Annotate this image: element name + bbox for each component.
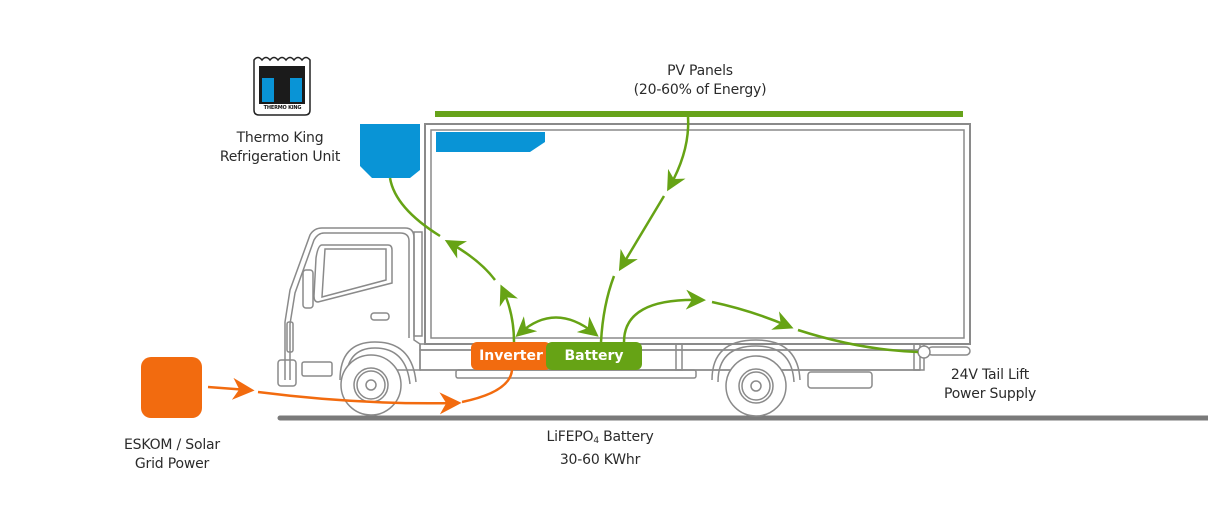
pv-panels-subtitle: (20-60% of Energy) — [633, 82, 767, 98]
pv-flow-2 — [618, 195, 666, 272]
inverter-block — [471, 342, 551, 370]
pv-panel-bar — [435, 111, 963, 117]
battery-to-tail-flow-1 — [622, 289, 706, 343]
tail-lift-label: 24V Tail Lift Power Supply — [930, 366, 1050, 404]
grid-arrow-1 — [207, 377, 255, 400]
inverter-to-unit-flow-2 — [444, 240, 496, 281]
truck-cab — [277, 227, 423, 387]
grid-power-box — [141, 357, 202, 418]
battery-to-tail-flow-2 — [711, 300, 794, 330]
grid-power-subtitle: Grid Power — [134, 456, 210, 472]
inverter-to-unit-flow-3 — [388, 177, 441, 238]
pv-flow-3 — [599, 275, 616, 343]
rear-fender — [711, 339, 801, 383]
pv-panels-label: PV Panels (20-60% of Energy) — [600, 62, 800, 100]
thermo-king-logo-text: THERMO KING — [263, 105, 302, 111]
battery-label: Battery — [564, 348, 624, 364]
tail-lift-title: 24V Tail Lift — [950, 367, 1030, 383]
thermo-king-logo — [253, 56, 311, 116]
battery-spec-capacity: 30-60 KWhr — [559, 452, 641, 468]
battery-spec-title: LiFEPO4 Battery — [546, 429, 654, 446]
refrigeration-unit — [360, 124, 420, 178]
battery-to-tail-flow-3 — [797, 328, 919, 354]
pv-flow-1 — [667, 116, 690, 192]
inverter-battery-flow — [515, 316, 599, 337]
pv-panels-title: PV Panels — [667, 63, 733, 79]
battery-block — [546, 342, 642, 370]
cargo-box — [424, 123, 971, 345]
evaporator-unit — [436, 132, 545, 152]
grid-power-label: ESKOM / Solar Grid Power — [102, 436, 242, 474]
thermo-king-label: Thermo King Refrigeration Unit — [205, 129, 355, 167]
thermo-king-title: Thermo King — [236, 130, 324, 146]
grid-to-inverter-flow — [257, 390, 462, 415]
inverter-up-flow — [499, 284, 518, 343]
front-wheel — [340, 354, 402, 416]
battery-spec-label: LiFEPO4 Battery 30-60 KWhr — [520, 428, 680, 470]
rear-wheel — [725, 355, 787, 417]
tail-lift-subtitle: Power Supply — [943, 386, 1037, 402]
inverter-label: Inverter — [479, 348, 543, 364]
inverter-feed-flow — [461, 369, 514, 404]
grid-power-title: ESKOM / Solar — [124, 437, 220, 453]
thermo-king-subtitle: Refrigeration Unit — [219, 149, 341, 165]
